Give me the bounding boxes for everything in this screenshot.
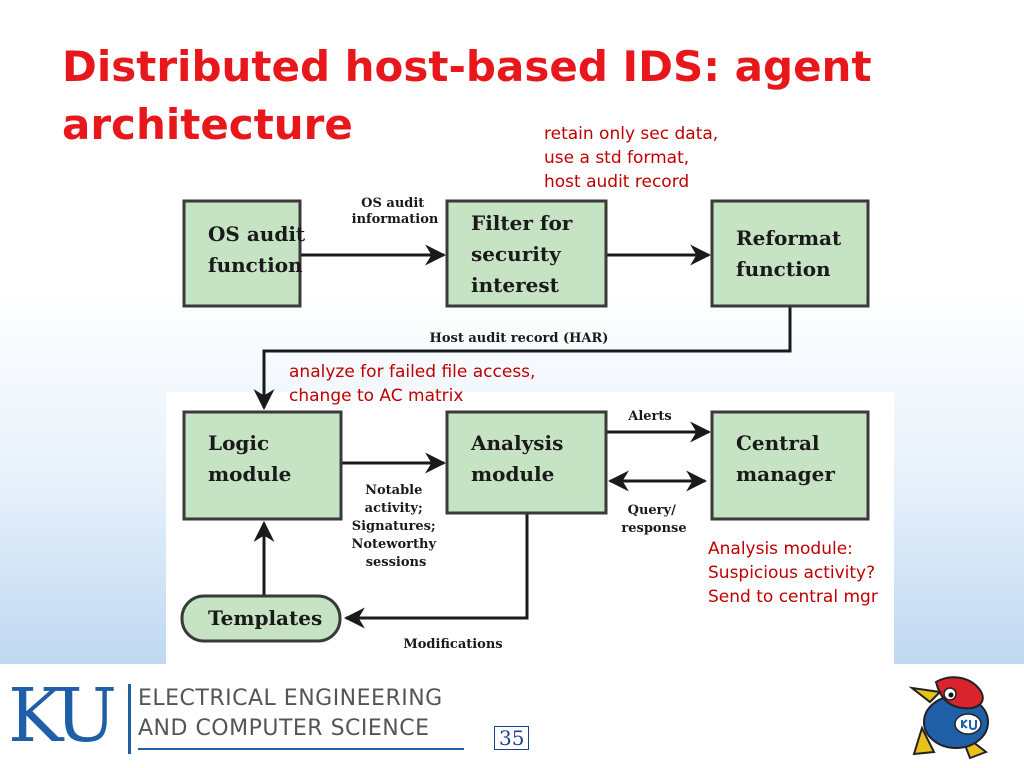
logo-divider [128, 684, 131, 754]
department-line-2: AND COMPUTER SCIENCE [138, 716, 430, 741]
logic-label: Logic module [208, 431, 291, 486]
os-audit-info-label: OS audit information [352, 196, 439, 227]
analysis-box [445, 410, 608, 515]
os-audit-label: OS audit function [208, 222, 312, 277]
department-name: ELECTRICAL ENGINEERING AND COMPUTER SCIE… [138, 684, 443, 744]
arrow-analysis-to-templates [343, 514, 529, 629]
arrow-reformat-to-logic [253, 307, 792, 411]
central-manager-box [710, 410, 870, 521]
analysis-note: Analysis module: Suspicious activity? Se… [708, 539, 878, 607]
logic-box [182, 410, 343, 521]
templates-box [180, 594, 342, 643]
analysis-label: Analysis module [470, 431, 570, 486]
central-manager-label: Central manager [736, 431, 835, 486]
reformat-label: Reformat function [736, 226, 848, 281]
department-line-1: ELECTRICAL ENGINEERING [138, 686, 443, 711]
templates-label: Templates [208, 606, 322, 630]
logic-note: analyze for failed file access, change t… [289, 362, 536, 406]
page-number: 35 [494, 726, 530, 750]
footer [0, 664, 1024, 768]
query-response-label: Query/ response [621, 503, 686, 536]
reformat-box [710, 199, 870, 308]
notable-activity-label: Notable activity; Signatures; Noteworthy… [351, 483, 440, 570]
filter-note: retain only sec data, use a std format, … [544, 124, 719, 192]
alerts-label: Alerts [627, 409, 671, 424]
ku-logo: KU [8, 673, 117, 759]
architecture-diagram: OS audit function Filter for security in… [180, 196, 870, 652]
os-audit-box [182, 199, 302, 308]
filter-label: Filter for security interest [471, 211, 579, 297]
jayhawk-mascot-icon [908, 676, 989, 760]
filter-box [445, 199, 608, 308]
modifications-label: Modifications [403, 637, 502, 652]
footer-rule [138, 748, 464, 750]
slide-title: Distributed host-based IDS: agent archit… [62, 42, 872, 149]
har-label: Host audit record (HAR) [430, 331, 609, 346]
